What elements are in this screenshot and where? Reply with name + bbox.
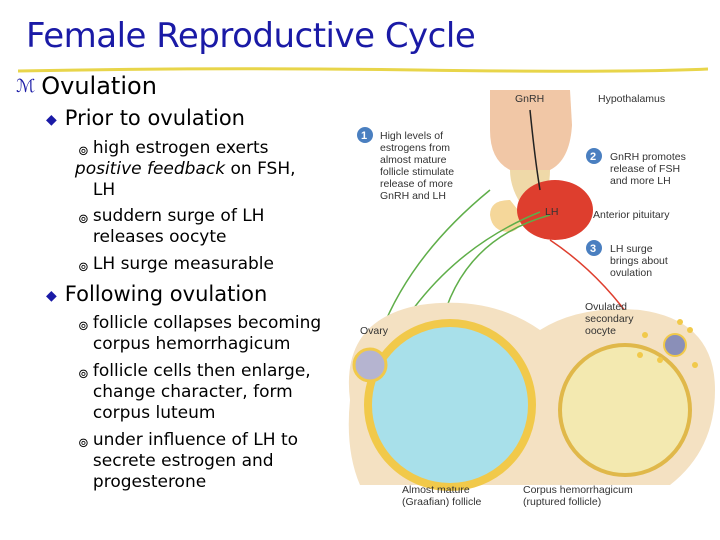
step3-badge bbox=[586, 240, 602, 256]
item-text: high estrogen exerts bbox=[92, 138, 269, 158]
item-text: corpus luteum bbox=[92, 403, 216, 423]
label-ovulated: Ovulated bbox=[585, 301, 627, 313]
item-emphasis: positive feedback bbox=[74, 159, 226, 179]
heading-text: Following ovulation bbox=[64, 282, 268, 306]
list-item: ⊚ suddern surge of LH releases oocyte bbox=[78, 206, 348, 248]
label-ovulated: oocyte bbox=[585, 325, 616, 337]
heading-prior: ◆ Prior to ovulation bbox=[46, 106, 245, 130]
step2-line: and more LH bbox=[610, 175, 671, 187]
label-anterior-pituitary: Anterior pituitary bbox=[593, 209, 670, 221]
oocyte-shape bbox=[352, 347, 388, 383]
item-text: LH bbox=[92, 180, 116, 200]
step1-line: follicle stimulate bbox=[380, 166, 454, 178]
page-title: Female Reproductive Cycle bbox=[26, 16, 476, 56]
step1-line: almost mature bbox=[380, 154, 447, 166]
label-ovary: Ovary bbox=[360, 325, 389, 337]
circle-bullet-icon: ⊚ bbox=[78, 319, 89, 334]
item-text: LH surge measurable bbox=[92, 254, 274, 274]
step1-line: High levels of bbox=[380, 130, 443, 142]
circle-bullet-icon: ⊚ bbox=[78, 212, 89, 227]
item-text: change character, form bbox=[92, 382, 293, 402]
step1-badge bbox=[357, 127, 373, 143]
script-bullet-icon: ℳ bbox=[16, 76, 36, 97]
step2-number: 2 bbox=[590, 151, 596, 163]
ovulated-oocyte-shape bbox=[663, 333, 687, 357]
circle-bullet-icon: ⊚ bbox=[78, 367, 89, 382]
bullet-ovulation: ℳ Ovulation bbox=[16, 72, 157, 100]
list-item: ⊚ follicle cells then enlarge, change ch… bbox=[78, 361, 348, 424]
step3-number: 3 bbox=[590, 243, 596, 255]
label-hypothalamus: Hypothalamus bbox=[598, 93, 665, 105]
list-item: ⊚ LH surge measurable bbox=[78, 254, 348, 278]
step1-line: GnRH and LH bbox=[380, 190, 446, 202]
item-text: corpus hemorrhagicum bbox=[92, 334, 291, 354]
label-lh: LH bbox=[545, 206, 558, 218]
diamond-bullet-icon: ◆ bbox=[46, 112, 57, 128]
label-ovulated: secondary bbox=[585, 313, 634, 325]
step1-line: estrogens from bbox=[380, 142, 450, 154]
graafian-follicle-shape bbox=[364, 319, 536, 491]
label-corpus: Corpus hemorrhagicum bbox=[523, 484, 633, 496]
item-text: under influence of LH to bbox=[92, 430, 299, 450]
circle-bullet-icon: ⊚ bbox=[78, 436, 89, 451]
list-item: ⊚ high estrogen exerts positive feedback… bbox=[74, 138, 348, 201]
list-item: ⊚ under influence of LH to secrete estro… bbox=[78, 430, 348, 493]
step1-line: release of more bbox=[380, 178, 453, 190]
bullet-text: Ovulation bbox=[41, 72, 157, 100]
heading-following: ◆ Following ovulation bbox=[46, 282, 267, 306]
ovulation-diagram: GnRH Hypothalamus LH Anterior pituitary … bbox=[348, 90, 715, 508]
list-item: ⊚ follicle collapses becoming corpus hem… bbox=[78, 313, 348, 355]
item-text: follicle collapses becoming bbox=[92, 313, 322, 333]
step2-badge bbox=[586, 148, 602, 164]
circle-bullet-icon: ⊚ bbox=[78, 144, 89, 159]
label-almost-mature: Almost mature bbox=[402, 484, 470, 496]
circle-bullet-icon: ⊚ bbox=[78, 260, 89, 275]
label-corpus: (ruptured follicle) bbox=[523, 496, 601, 508]
item-text: progesterone bbox=[92, 472, 207, 492]
item-text: suddern surge of LH bbox=[92, 206, 265, 226]
anterior-pituitary-shape bbox=[517, 180, 593, 240]
hypothalamus-shape bbox=[490, 90, 572, 170]
step2-line: GnRH promotes bbox=[610, 151, 686, 163]
step3-line: LH surge bbox=[610, 243, 653, 255]
item-text: follicle cells then enlarge, bbox=[92, 361, 311, 381]
granulosa-dots bbox=[637, 319, 698, 368]
label-gnrh: GnRH bbox=[515, 93, 544, 105]
step3-line: brings about bbox=[610, 255, 668, 267]
corpus-shape bbox=[558, 343, 692, 477]
step1-number: 1 bbox=[361, 130, 367, 142]
arrow-gnrh bbox=[529, 109, 541, 191]
label-almost-mature: (Graafian) follicle bbox=[402, 496, 482, 508]
step3-line: ovulation bbox=[610, 267, 652, 279]
item-text: releases oocyte bbox=[92, 227, 227, 247]
diamond-bullet-icon: ◆ bbox=[46, 288, 57, 304]
step2-line: release of FSH bbox=[610, 163, 680, 175]
title-underline bbox=[18, 67, 708, 73]
heading-text: Prior to ovulation bbox=[64, 106, 245, 130]
item-text: on FSH, bbox=[225, 159, 296, 179]
item-text: secrete estrogen and bbox=[92, 451, 274, 471]
